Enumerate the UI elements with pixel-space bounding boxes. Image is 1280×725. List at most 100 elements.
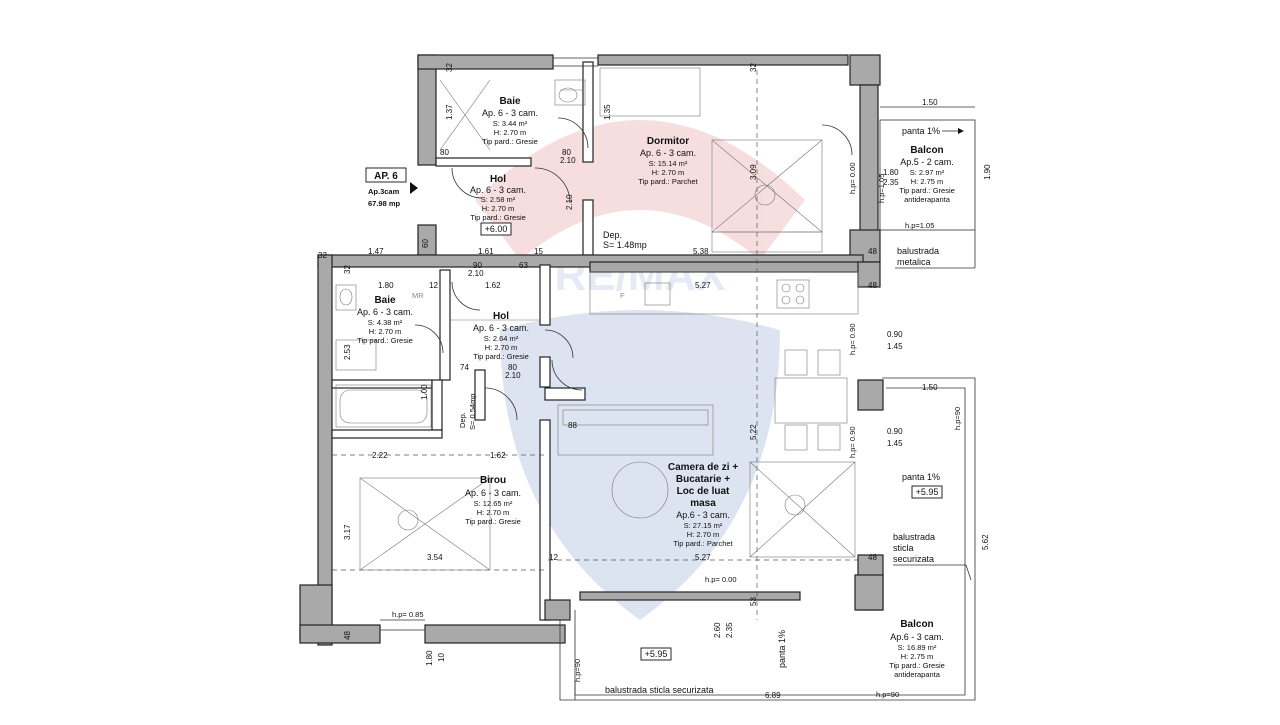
dim: 53 — [749, 597, 758, 606]
room-name-4: masa — [690, 498, 716, 509]
dim: 90 — [473, 261, 482, 270]
room-line1: Ap. 6 - 3 cam. — [357, 307, 413, 317]
room-name-3: Loc de luat — [677, 486, 730, 497]
panta-top: panta 1% — [902, 126, 940, 136]
room-name: Dormitor — [647, 136, 689, 147]
dim: 3.54 — [427, 553, 443, 562]
dim: 80 — [440, 148, 449, 157]
dim: 12 — [549, 553, 558, 562]
room-floor: Tip pard.: Gresie — [473, 352, 529, 361]
balustrada-sticla-3: securizata — [893, 554, 934, 564]
dim: 1.47 — [368, 247, 384, 256]
hp-090-a: h.p= 0.90 — [848, 324, 857, 356]
dim: 10 — [437, 653, 446, 662]
level-1: +6.00 — [485, 224, 508, 234]
room-area: S: 27.15 m² — [684, 521, 723, 530]
balustrada-sticla-2: sticla — [893, 543, 914, 553]
dim: 1.80 — [425, 650, 434, 666]
balustrada-metalica-1: balustrada — [897, 246, 939, 256]
storage-dep-1: Dep. S= 1.48mp — [603, 230, 647, 250]
room-name: Hol — [490, 174, 506, 185]
watermark-logo: RE/MAX — [475, 120, 805, 620]
dim: 1.90 — [983, 164, 992, 180]
dimensions: 32 32 32 32 1.50 1.50 1.90 1.80 2.35 1.3… — [318, 63, 992, 700]
balustrada-metalica-2: metalica — [897, 257, 931, 267]
dim: 1.80 — [883, 168, 899, 177]
room-balcon-bottom: Balcon Ap.6 - 3 cam. S: 16.89 m² H: 2.75… — [889, 619, 945, 679]
room-line1: Ap.5 - 2 cam. — [900, 157, 954, 167]
dim: 1.50 — [922, 98, 938, 107]
room-camera: Camera de zi + Bucatarie + Loc de luat m… — [668, 462, 738, 548]
room-area: S: 2.58 m² — [481, 195, 516, 204]
room-extra: antiderapanta — [894, 670, 941, 679]
room-line1: Ap. 6 - 3 cam. — [465, 488, 521, 498]
hp-105-b: h.p=1.05 — [905, 221, 934, 230]
dim: 0.90 — [887, 427, 903, 436]
dep-label: Dep. — [603, 230, 622, 240]
room-floor: Tip pard.: Gresie — [470, 213, 526, 222]
room-line1: Ap.6 - 3 cam. — [890, 632, 944, 642]
dim: 1.37 — [445, 104, 454, 120]
apartment-tag: AP. 6 Ap.3cam 67.98 mp — [365, 167, 418, 208]
hp-90-bottom: h.p=90 — [876, 690, 899, 699]
panta-bottom: panta 1% — [777, 630, 787, 668]
hp-000-a: h.p= 0.00 — [848, 163, 857, 195]
dim: 3.09 — [749, 164, 758, 180]
room-hol-top: Hol Ap. 6 - 3 cam. S: 2.58 m² H: 2.70 m … — [470, 174, 526, 222]
dim: 5.27 — [695, 281, 711, 290]
room-height: H: 2.70 m — [687, 530, 720, 539]
dim: 1.62 — [485, 281, 501, 290]
room-name: Balcon — [910, 145, 943, 156]
room-area: S: 4.38 m² — [368, 318, 403, 327]
dim: 48 — [868, 247, 877, 256]
room-line1: Ap. 6 - 3 cam. — [482, 108, 538, 118]
room-name: Birou — [480, 475, 506, 486]
room-name-1: Camera de zi + — [668, 462, 738, 473]
dim: 2.22 — [372, 451, 388, 460]
walls — [299, 54, 884, 646]
room-floor: Tip pard.: Gresie — [899, 186, 955, 195]
dim: 32 — [445, 63, 454, 72]
room-height: H: 2.70 m — [494, 128, 527, 137]
hp-090-b: h.p= 0.90 — [848, 427, 857, 459]
room-baie-mid: Baie Ap. 6 - 3 cam. S: 4.38 m² H: 2.70 m… — [357, 295, 413, 345]
dim: 88 — [568, 421, 577, 430]
room-height: H: 2.70 m — [652, 168, 685, 177]
room-extra: antiderapanta — [904, 195, 951, 204]
dim: 2.10 — [505, 371, 521, 380]
room-area: S: 3.44 m² — [493, 119, 528, 128]
dim: 1.50 — [922, 383, 938, 392]
room-area: S: 2.97 m² — [910, 168, 945, 177]
room-line1: Ap. 6 - 3 cam. — [640, 148, 696, 158]
dep-label: Dep. — [458, 412, 467, 428]
dim: 1.62 — [490, 451, 506, 460]
room-floor: Tip pard.: Gresie — [357, 336, 413, 345]
room-name-2: Bucatarie + — [676, 474, 730, 485]
mr-label: MR — [412, 291, 424, 300]
dim: 63 — [519, 261, 528, 270]
dim: 2.35 — [883, 178, 899, 187]
room-floor: Tip pard.: Gresie — [482, 137, 538, 146]
room-area: S: 2.64 m² — [484, 334, 519, 343]
level-markers: +6.00 +5.95 +5.95 — [480, 222, 943, 661]
room-area: S: 12.65 m² — [474, 499, 513, 508]
room-height: H: 2.70 m — [369, 327, 402, 336]
dim: 32 — [749, 63, 758, 72]
dim: 60 — [421, 239, 430, 248]
f-label: F — [620, 291, 625, 300]
hp-90-right: h.p=90 — [953, 407, 962, 430]
dim: 0.90 — [887, 330, 903, 339]
balustrada-sticla-1: balustrada — [893, 532, 935, 542]
hp-000-b: h.p= 0.00 — [705, 575, 737, 584]
dim: 1.80 — [378, 281, 394, 290]
dim: 48 — [343, 631, 352, 640]
dim: 2.53 — [343, 344, 352, 360]
dep-area: S= 0.54mp — [468, 394, 477, 430]
room-name: Hol — [493, 311, 509, 322]
room-name: Baie — [374, 295, 396, 306]
dim: 1.45 — [887, 439, 903, 448]
dim: 2.10 — [565, 194, 574, 210]
dim: 5.22 — [749, 424, 758, 440]
